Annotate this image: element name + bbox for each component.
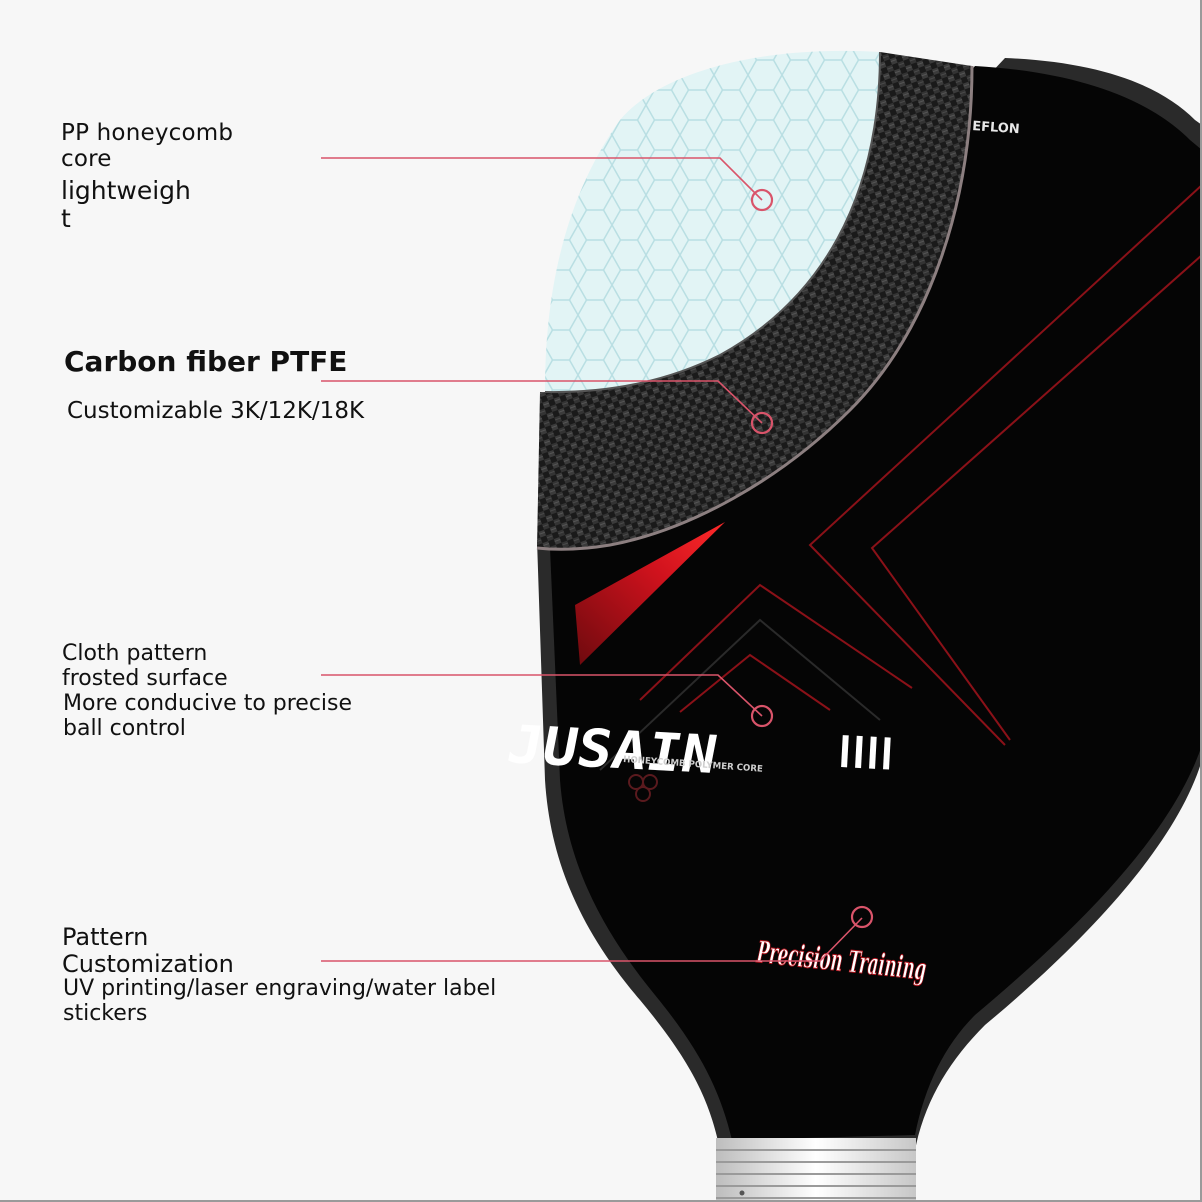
core-title: PP honeycomb core: [61, 120, 234, 173]
red-stripe: [575, 522, 725, 665]
texture-subtitle-line2: ball control: [63, 715, 186, 741]
pattern-title-line2: Customization: [62, 949, 234, 978]
callout-line-core: [321, 157, 763, 201]
callout-marker-core: [750, 188, 774, 212]
callout-marker-surface: [750, 411, 774, 435]
texture-title: Cloth pattern frosted surface: [62, 641, 228, 691]
core-title-line2: core: [61, 145, 112, 172]
callout-line-texture: [321, 674, 763, 717]
brand-logo: JUSAIN: [502, 715, 722, 786]
core-subtitle-line2: t: [61, 204, 71, 233]
callout-marker-pattern: [850, 905, 874, 929]
pattern-subtitle: UV printing/laser engraving/water label …: [63, 976, 497, 1026]
texture-subtitle-line1: More conducive to precise: [63, 691, 353, 716]
pattern-title: Pattern Customization: [62, 924, 234, 978]
texture-title-line1: Cloth pattern: [62, 641, 208, 666]
callout-lines: [321, 157, 874, 962]
carbon-edge: [536, 65, 974, 551]
callout-line-pattern: [321, 917, 863, 962]
core-subtitle: lightweigh t: [61, 177, 191, 233]
honeycomb-logo-icon: [628, 774, 658, 802]
texture-title-line2: frosted surface: [62, 665, 228, 691]
texture-subtitle: More conducive to precise ball control: [63, 691, 353, 741]
pattern-subtitle-line1: UV printing/laser engraving/water label: [63, 976, 497, 1001]
red-chevron-lines: [639, 184, 1202, 746]
core-title-line1: PP honeycomb: [61, 120, 234, 146]
surface-title: Carbon fiber PTFE: [64, 345, 348, 378]
surface-subtitle: Customizable 3K/12K/18K: [67, 398, 365, 424]
pattern-subtitle-line2: stickers: [63, 1000, 148, 1026]
edge-mark-text: EFLON: [972, 119, 1020, 137]
callout-line-surface: [321, 380, 763, 424]
callout-marker-texture: [750, 704, 774, 728]
paddle-grip: [716, 1138, 916, 1202]
brand-logo-bars: [841, 735, 891, 770]
core-subtitle-line1: lightweigh: [61, 176, 191, 205]
honeycomb-core: [545, 50, 880, 393]
pattern-title-line1: Pattern: [62, 923, 149, 951]
